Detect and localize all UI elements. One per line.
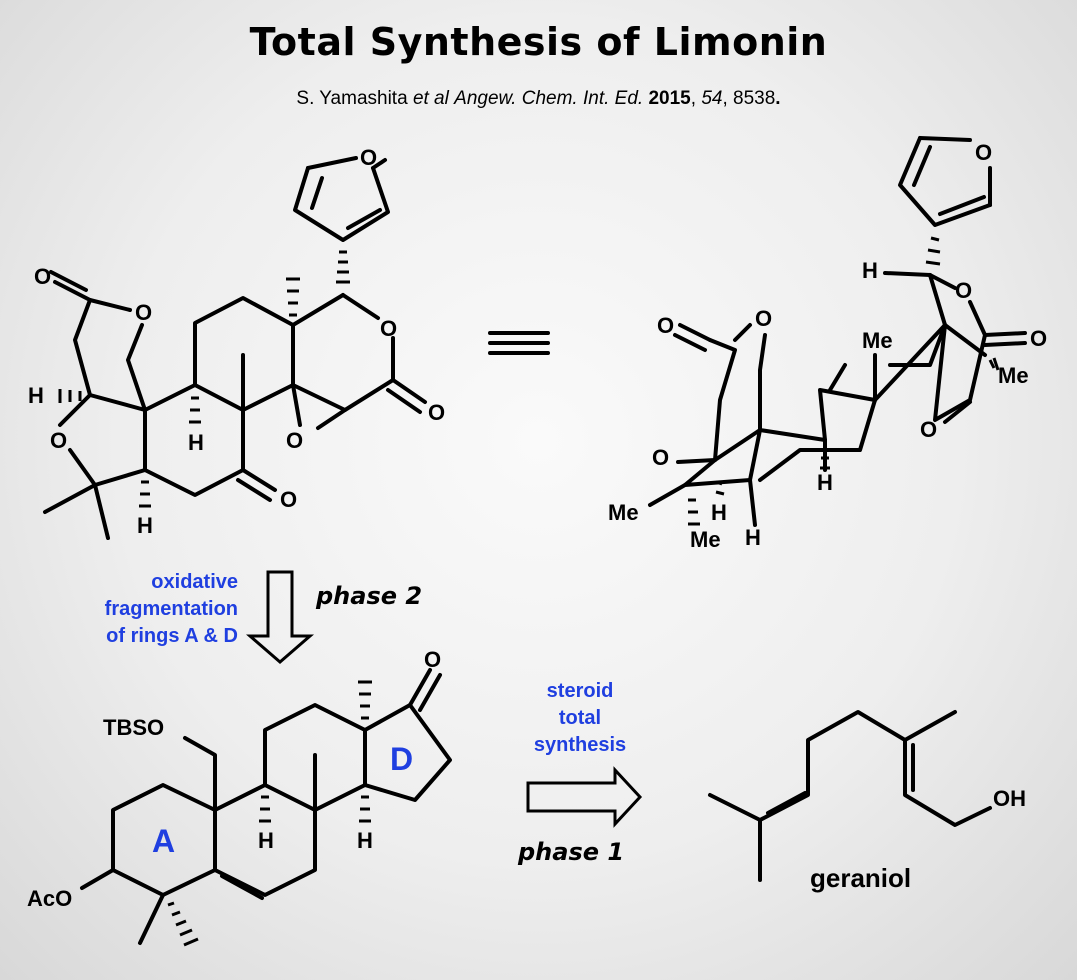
phase2-label: phase 2	[315, 582, 422, 610]
citation-volume: 54	[701, 88, 723, 109]
atom-o: O	[1030, 326, 1047, 351]
phase2-note-line2: fragmentation	[105, 598, 238, 620]
atom-h: H	[188, 430, 204, 455]
phase1-label: phase 1	[517, 838, 624, 866]
phase1-note: steroid total synthesis	[534, 680, 626, 756]
citation-pages: 8538	[733, 88, 776, 109]
atom-me: Me	[998, 363, 1029, 388]
atom-o: O	[424, 647, 441, 672]
atom-o: O	[920, 417, 937, 442]
atom-o: O	[755, 306, 772, 331]
atom-h: H	[745, 525, 761, 550]
phase1-note-line3: synthesis	[534, 734, 626, 756]
atom-o: O	[34, 264, 51, 289]
phase1-note-line2: total	[559, 707, 601, 729]
limonin-3d: O H O O Me O M	[608, 136, 1047, 552]
atom-o: O	[380, 316, 397, 341]
atom-o: O	[135, 300, 152, 325]
atom-o: O	[428, 400, 445, 425]
citation-etal: et al	[412, 88, 449, 109]
citation-author: S. Yamashita	[296, 88, 408, 109]
atom-h: H	[258, 828, 274, 853]
citation-journal: Angew. Chem. Int. Ed.	[454, 88, 644, 109]
equivalence-sign	[488, 331, 550, 355]
atom-me: Me	[690, 527, 721, 552]
atom-aco: AcO	[27, 886, 72, 911]
atom-h: H	[137, 513, 153, 538]
citation-year: 2015	[648, 88, 691, 109]
atom-o: O	[280, 487, 297, 512]
atom-o: O	[657, 313, 674, 338]
atom-o: O	[50, 428, 67, 453]
ring-a-label: A	[152, 823, 175, 859]
atom-h: H	[817, 470, 833, 495]
phase2-note: oxidative fragmentation of rings A & D	[105, 571, 238, 647]
geraniol-structure: OH geraniol	[708, 710, 1026, 893]
atom-o: O	[955, 278, 972, 303]
atom-me: Me	[862, 328, 893, 353]
limonin-2d: O O O O	[28, 145, 445, 540]
phase1-arrow	[526, 766, 643, 828]
phase2-note-line1: oxidative	[151, 571, 238, 593]
atom-o: O	[975, 140, 992, 165]
geraniol-label: geraniol	[810, 863, 911, 893]
ring-d-label: D	[390, 741, 413, 777]
phase1-note-line1: steroid	[547, 680, 614, 702]
scheme-title: Total Synthesis of Limonin	[249, 20, 828, 64]
atom-me: Me	[608, 500, 639, 525]
steroid-intermediate: A D O H	[27, 647, 452, 947]
phase2-note-line3: of rings A & D	[106, 625, 238, 647]
atom-h: H	[357, 828, 373, 853]
atom-o: O	[652, 445, 669, 470]
atom-tbso: TBSO	[103, 715, 164, 740]
atom-h: H	[711, 500, 727, 525]
phase2-arrow	[245, 570, 315, 664]
atom-oh: OH	[993, 786, 1026, 811]
citation: S. Yamashita et al Angew. Chem. Int. Ed.…	[296, 88, 781, 109]
atom-o: O	[286, 428, 303, 453]
atom-h: H	[28, 383, 44, 408]
atom-h: H	[862, 258, 878, 283]
atom-o: O	[360, 145, 377, 170]
